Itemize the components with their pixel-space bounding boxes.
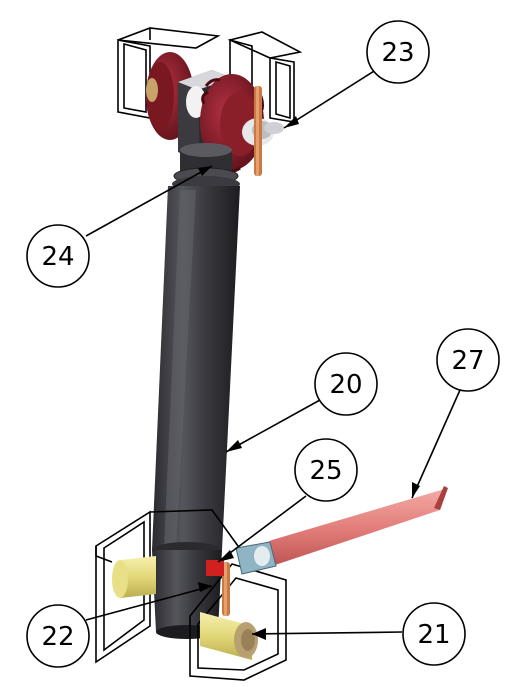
callout-label: 20 [329,370,362,400]
arrowhead-23 [284,116,299,128]
leader-lines [85,65,461,640]
leader-24 [85,165,213,237]
bottom-bracket [95,509,287,681]
leader-25 [217,495,307,563]
callout-circle [26,604,90,668]
callout-24: 24 [26,224,90,288]
leader-22 [85,585,213,621]
callout-23: 23 [366,20,430,84]
bushing-left [112,556,156,598]
arrowhead-20 [226,440,242,452]
leader-20 [225,399,321,453]
callout-20: 20 [314,352,378,416]
callout-label: 25 [309,456,342,486]
arrowhead-24 [198,166,212,176]
arrowhead-21 [252,628,266,640]
callout-circle [366,20,430,84]
leader-21 [251,631,403,635]
callout-label: 24 [41,242,74,272]
callout-label: 27 [451,346,484,376]
column-tube [152,143,240,639]
callout-circle [436,328,500,392]
callout-circle [26,224,90,288]
arrowhead-22 [198,582,212,592]
callout-25: 25 [294,438,358,502]
callout-label: 22 [41,622,74,652]
callout-label: 21 [417,620,450,650]
top-knob [242,86,284,176]
arrowhead-25 [218,550,234,562]
base-pin [206,560,230,616]
handle-bar [235,486,448,575]
leader-27 [411,389,461,499]
bushing-right [200,612,258,660]
callout-27: 27 [436,328,500,392]
arrowhead-27 [412,482,420,498]
callout-circle [402,602,466,666]
callout-21: 21 [402,602,466,666]
callout-22: 22 [26,604,90,668]
callout-circle [294,438,358,502]
leader-23 [283,65,383,129]
callout-label: 23 [381,38,414,68]
callout-circle [314,352,378,416]
